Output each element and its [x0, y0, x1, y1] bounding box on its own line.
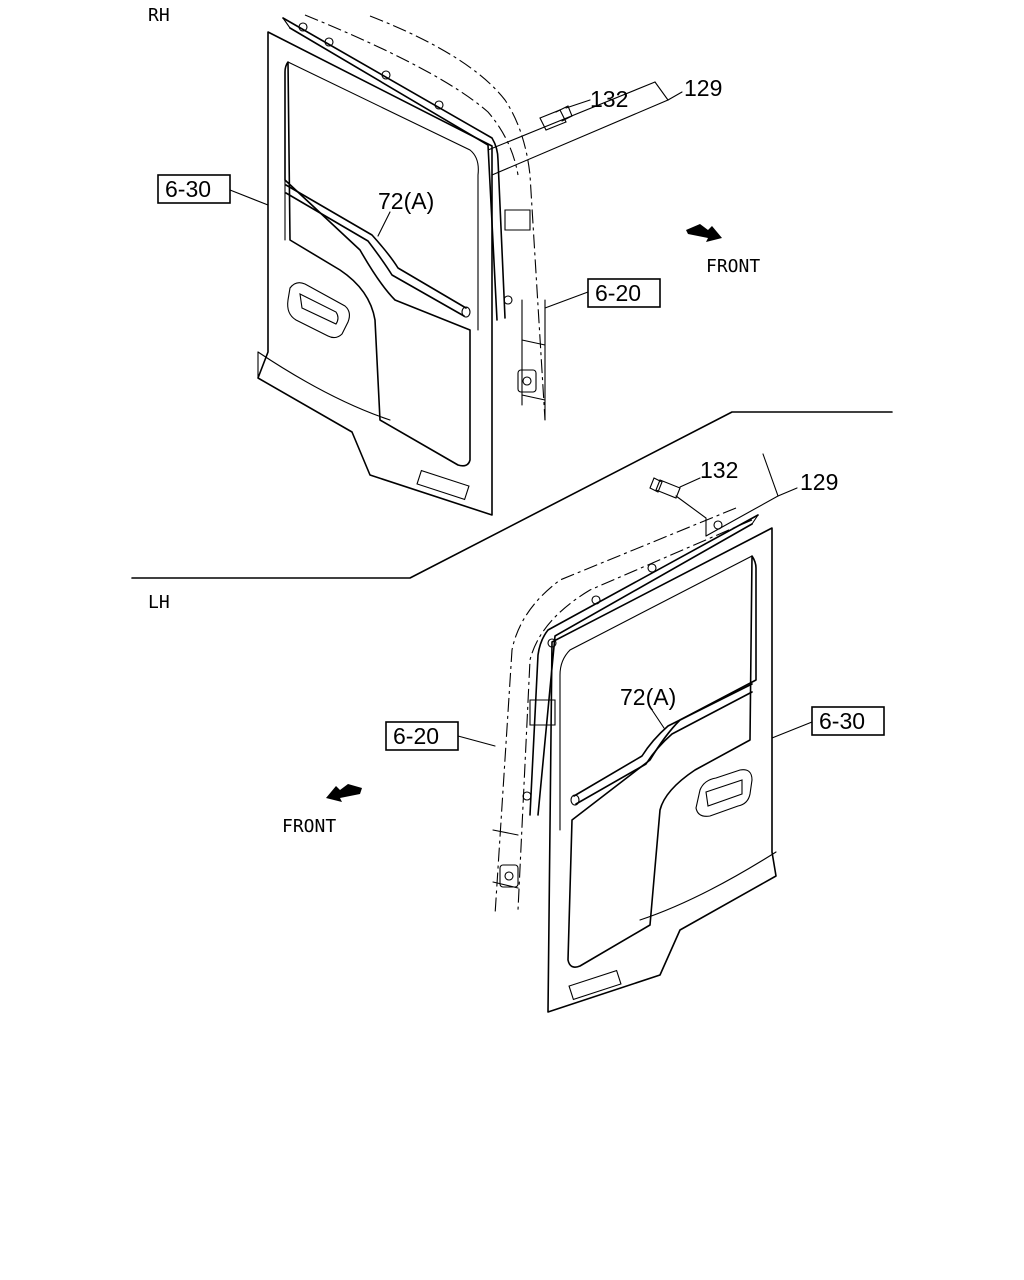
lh-label-6-20: 6-20 [393, 723, 439, 749]
lh-section: LH [148, 453, 885, 1013]
rh-section: RH [148, 5, 760, 516]
lh-box-6-30 [811, 706, 885, 736]
rh-clip-132-icon [539, 105, 573, 131]
lh-weatherstrip [570, 683, 753, 806]
lh-upper-trim [522, 514, 759, 816]
lh-label-129: 129 [800, 469, 838, 495]
rh-upper-trim [282, 17, 513, 321]
rh-label-6-30: 6-30 [165, 176, 211, 202]
lh-box-6-20 [385, 721, 459, 751]
section-divider [131, 411, 893, 579]
lh-side-label: LH [148, 592, 170, 613]
rh-body-pillar [304, 14, 546, 421]
rh-label-6-20: 6-20 [595, 280, 641, 306]
lh-door-panel [547, 527, 777, 1013]
rh-weatherstrip [285, 184, 471, 318]
rh-label-72a: 72(A) [378, 188, 434, 214]
lh-label-132: 132 [700, 457, 738, 483]
lh-body-pillar [492, 507, 753, 916]
lh-front-label: FRONT [282, 816, 336, 837]
rh-front-label: FRONT [706, 256, 760, 277]
rh-side-label: RH [148, 5, 170, 26]
rh-box-6-30 [157, 174, 231, 204]
rh-label-132: 132 [590, 86, 628, 112]
lh-label-6-30: 6-30 [819, 708, 865, 734]
rh-label-129: 129 [684, 75, 722, 101]
rh-door-panel [257, 31, 493, 516]
lh-label-72a: 72(A) [620, 684, 676, 710]
rh-box-6-20 [587, 278, 661, 308]
lh-clip-132-icon [649, 477, 681, 499]
rh-front-arrow-icon [686, 224, 722, 242]
lh-front-arrow-icon [326, 784, 362, 802]
